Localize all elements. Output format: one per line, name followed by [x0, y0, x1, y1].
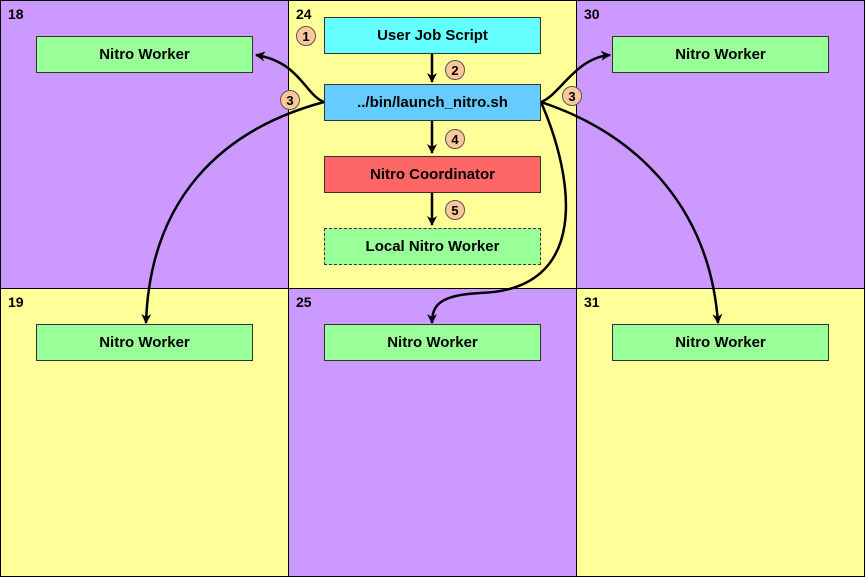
- cell-number: 25: [296, 294, 312, 310]
- arrow-to-worker-30: [540, 50, 611, 104]
- nitro-worker-node-30: Nitro Worker: [612, 36, 829, 73]
- step-badge-5: 5: [445, 200, 465, 220]
- launch-nitro-script-node: ../bin/launch_nitro.sh: [324, 84, 541, 121]
- step-badge-1: 1: [296, 26, 316, 46]
- step-badge-3-right: 3: [562, 86, 582, 106]
- cell-number: 19: [8, 294, 24, 310]
- step-badge-3-left: 3: [280, 90, 300, 110]
- arrow-to-worker-19: [141, 100, 325, 324]
- nitro-worker-node-31: Nitro Worker: [612, 324, 829, 361]
- nitro-coordinator-node: Nitro Coordinator: [324, 156, 541, 193]
- nitro-worker-node-18: Nitro Worker: [36, 36, 253, 73]
- arrow-to-worker-31: [540, 100, 723, 324]
- arrow-to-worker-25: [427, 101, 568, 324]
- nitro-worker-node-25: Nitro Worker: [324, 324, 541, 361]
- cell-number: 18: [8, 6, 24, 22]
- step-badge-2: 2: [445, 60, 465, 80]
- step-badge-4: 4: [445, 129, 465, 149]
- user-job-script-node: User Job Script: [324, 17, 541, 54]
- arrow-to-worker-18: [255, 51, 325, 104]
- cell-number: 31: [584, 294, 600, 310]
- cell-number: 24: [296, 6, 312, 22]
- local-nitro-worker-node: Local Nitro Worker: [324, 228, 541, 265]
- cell-number: 30: [584, 6, 600, 22]
- nitro-worker-node-19: Nitro Worker: [36, 324, 253, 361]
